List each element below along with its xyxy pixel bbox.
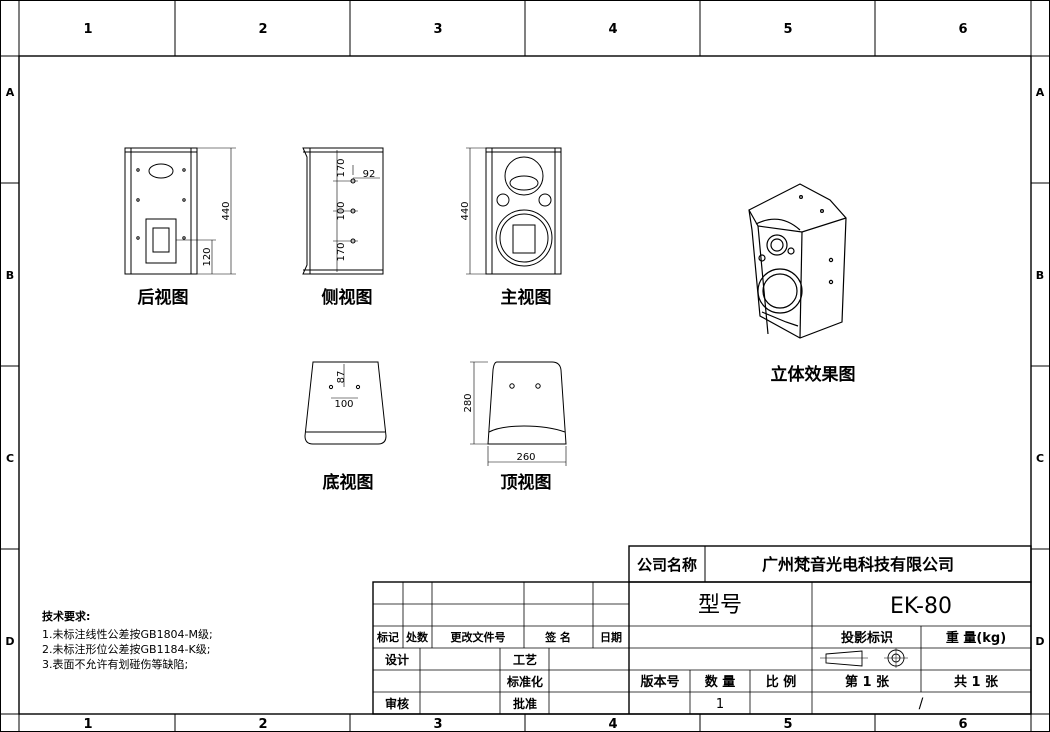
company-name: 广州梵音光电科技有限公司 (762, 555, 954, 574)
dim-bottom-width: 100 (334, 399, 353, 410)
note-item: 3.表面不允许有划碰伤等缺陷; (42, 657, 188, 671)
label-rear-view: 后视图 (138, 287, 189, 308)
col-number: 4 (608, 22, 617, 37)
iso-view (748, 183, 847, 339)
projection-label: 投影标识 (841, 630, 893, 646)
col-number: 2 (258, 22, 267, 37)
row-letter: C (6, 452, 14, 465)
total-label: 共 1 张 (954, 674, 999, 690)
craft-label: 工艺 (513, 652, 537, 667)
col-number: 6 (958, 717, 967, 732)
dim-side-offset: 92 (363, 169, 376, 180)
note-item: 2.未标注形位公差按GB1184-K级; (42, 642, 210, 656)
side-view (302, 147, 384, 275)
weight-label: 重 量(kg) (946, 630, 1006, 646)
front-view (466, 147, 562, 275)
dim-rear-height: 440 (221, 201, 232, 220)
rev-header: 标记 (376, 630, 399, 644)
dim-top-depth: 280 (463, 393, 474, 412)
row-letter: A (1036, 86, 1045, 99)
col-number: 3 (433, 22, 442, 37)
dim-side-mid: 100 (336, 201, 347, 220)
rev-header: 签 名 (544, 630, 571, 644)
quantity-label: 数 量 (705, 674, 736, 690)
row-letter: D (5, 635, 14, 648)
standard-label: 标准化 (506, 674, 543, 689)
col-number: 1 (83, 22, 92, 37)
dim-rear-port: 120 (202, 247, 213, 266)
col-number: 6 (958, 22, 967, 37)
approve-label: 批准 (513, 696, 537, 711)
col-number: 3 (433, 717, 442, 732)
notes-title: 技术要求: (42, 609, 90, 623)
rev-header: 日期 (600, 630, 622, 644)
row-letter: B (1036, 269, 1044, 282)
company-label: 公司名称 (637, 556, 697, 574)
label-iso-view: 立体效果图 (771, 364, 856, 385)
inner-frame (18, 55, 1032, 715)
label-bottom-view: 底视图 (323, 472, 374, 493)
model-label: 型号 (698, 593, 742, 618)
dim-top-width: 260 (516, 452, 535, 463)
review-label: 审核 (385, 696, 409, 711)
title-block (372, 545, 1032, 715)
version-label: 版本号 (640, 674, 679, 690)
projection-symbol-icon (820, 648, 908, 668)
label-top-view: 顶视图 (501, 472, 552, 493)
quantity-value: 1 (716, 697, 724, 712)
model-value: EK-80 (890, 594, 952, 619)
top-view (470, 361, 567, 466)
rev-header: 处数 (405, 630, 429, 644)
row-letter: A (6, 86, 15, 99)
bottom-view (304, 361, 387, 445)
row-letter: B (6, 269, 14, 282)
col-number: 5 (783, 22, 792, 37)
col-number: 2 (258, 717, 267, 732)
sheet-label: 第 1 张 (845, 674, 890, 690)
row-letter: D (1035, 635, 1044, 648)
row-letter: C (1036, 452, 1044, 465)
design-label: 设计 (385, 652, 409, 667)
dim-side-bot: 170 (336, 242, 347, 261)
rear-view (124, 147, 236, 275)
col-number: 5 (783, 717, 792, 732)
note-item: 1.未标注线性公差按GB1804-M级; (42, 627, 213, 641)
scale-label: 比 例 (766, 674, 797, 690)
label-side-view: 侧视图 (322, 287, 373, 308)
col-number: 1 (83, 717, 92, 732)
dim-side-top: 170 (336, 158, 347, 177)
col-number: 4 (608, 717, 617, 732)
label-front-view: 主视图 (501, 287, 552, 308)
scale-value: / (919, 696, 924, 712)
dim-front-height: 440 (460, 201, 471, 220)
rev-header: 更改文件号 (451, 630, 506, 644)
dim-bottom-depth: 87 (336, 371, 347, 384)
